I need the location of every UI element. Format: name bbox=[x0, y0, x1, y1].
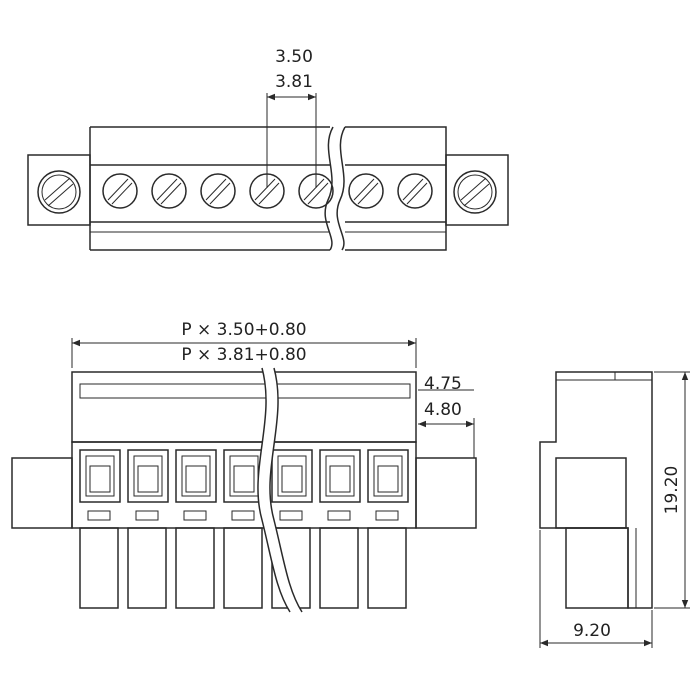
terminal-screws bbox=[102, 173, 433, 209]
wire-entry bbox=[79, 449, 121, 521]
terminal-screw-icon bbox=[151, 173, 187, 209]
side-pin bbox=[565, 527, 629, 609]
break-line bbox=[257, 367, 291, 613]
side-flange bbox=[555, 457, 627, 529]
pitch-label-a: 3.50 bbox=[275, 47, 313, 67]
front-right-flange bbox=[415, 457, 477, 529]
top-view: 3.50 3.81 bbox=[27, 47, 509, 251]
front-body-upper bbox=[71, 371, 417, 443]
terminal-screw-icon bbox=[200, 173, 236, 209]
wire-entry bbox=[367, 449, 409, 521]
top-body-outline bbox=[90, 126, 447, 251]
flange-label-b: 4.80 bbox=[424, 400, 462, 420]
length-label-b: P × 3.81+0.80 bbox=[181, 345, 306, 365]
pin bbox=[79, 527, 119, 609]
right-flange bbox=[445, 154, 509, 226]
pin bbox=[175, 527, 215, 609]
wire-entry bbox=[175, 449, 217, 521]
pin bbox=[127, 527, 167, 609]
pin bbox=[223, 527, 263, 609]
pin bbox=[319, 527, 359, 609]
flange-label-a: 4.75 bbox=[424, 374, 462, 394]
front-body-lower bbox=[71, 441, 417, 529]
height-label: 19.20 bbox=[662, 466, 682, 515]
terminal-screw-icon bbox=[348, 173, 384, 209]
depth-label: 9.20 bbox=[573, 621, 611, 641]
left-flange bbox=[27, 154, 91, 226]
wire-entry bbox=[319, 449, 361, 521]
pitch-label-b: 3.81 bbox=[275, 72, 313, 92]
left-mount-screw-icon bbox=[37, 170, 81, 214]
wire-entries bbox=[79, 449, 409, 521]
pins bbox=[79, 527, 407, 609]
break-line bbox=[324, 126, 334, 251]
front-view: P × 3.50+0.80 P × 3.81+0.80 4.75 4.80 bbox=[11, 320, 477, 613]
front-left-flange bbox=[11, 457, 73, 529]
pin bbox=[367, 527, 407, 609]
terminal-screw-icon bbox=[102, 173, 138, 209]
wire-entry bbox=[127, 449, 169, 521]
side-body-outline bbox=[539, 371, 653, 609]
wire-entry bbox=[271, 449, 313, 521]
break-mask bbox=[257, 368, 302, 612]
side-view: 19.20 9.20 bbox=[539, 371, 690, 648]
right-mount-screw-icon bbox=[453, 170, 497, 214]
length-label-a: P × 3.50+0.80 bbox=[181, 320, 306, 340]
terminal-screw-icon bbox=[397, 173, 433, 209]
